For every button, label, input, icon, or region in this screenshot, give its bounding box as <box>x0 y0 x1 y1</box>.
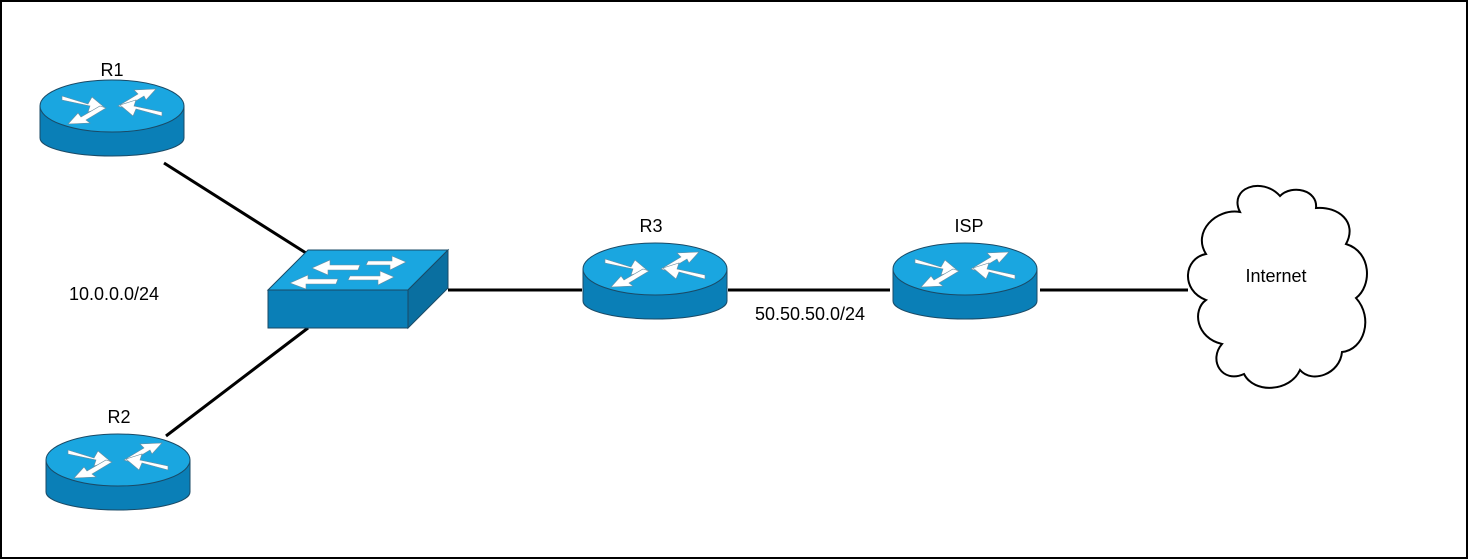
router-r2 <box>45 433 191 511</box>
link-r1-switch <box>163 161 307 255</box>
router-r3-icon <box>582 242 728 320</box>
router-r1-icon <box>39 79 185 157</box>
internet-label: Internet <box>1245 266 1306 286</box>
router-r3-label: R3 <box>639 216 662 236</box>
router-isp-icon <box>892 242 1038 320</box>
internet-cloud-icon <box>1187 185 1368 389</box>
network-lan-label: 10.0.0.0/24 <box>69 284 159 304</box>
router-r1-label: R1 <box>100 60 123 80</box>
router-isp <box>892 242 1038 320</box>
router-r2-label: R2 <box>107 407 130 427</box>
router-r1 <box>39 79 185 157</box>
link-r2-switch <box>165 326 309 438</box>
links <box>163 161 1188 438</box>
switch <box>267 249 449 329</box>
router-r3 <box>582 242 728 320</box>
router-r2-icon <box>45 433 191 511</box>
switch-icon <box>267 249 449 329</box>
router-isp-label: ISP <box>954 216 983 236</box>
network-wan-label: 50.50.50.0/24 <box>755 304 865 324</box>
